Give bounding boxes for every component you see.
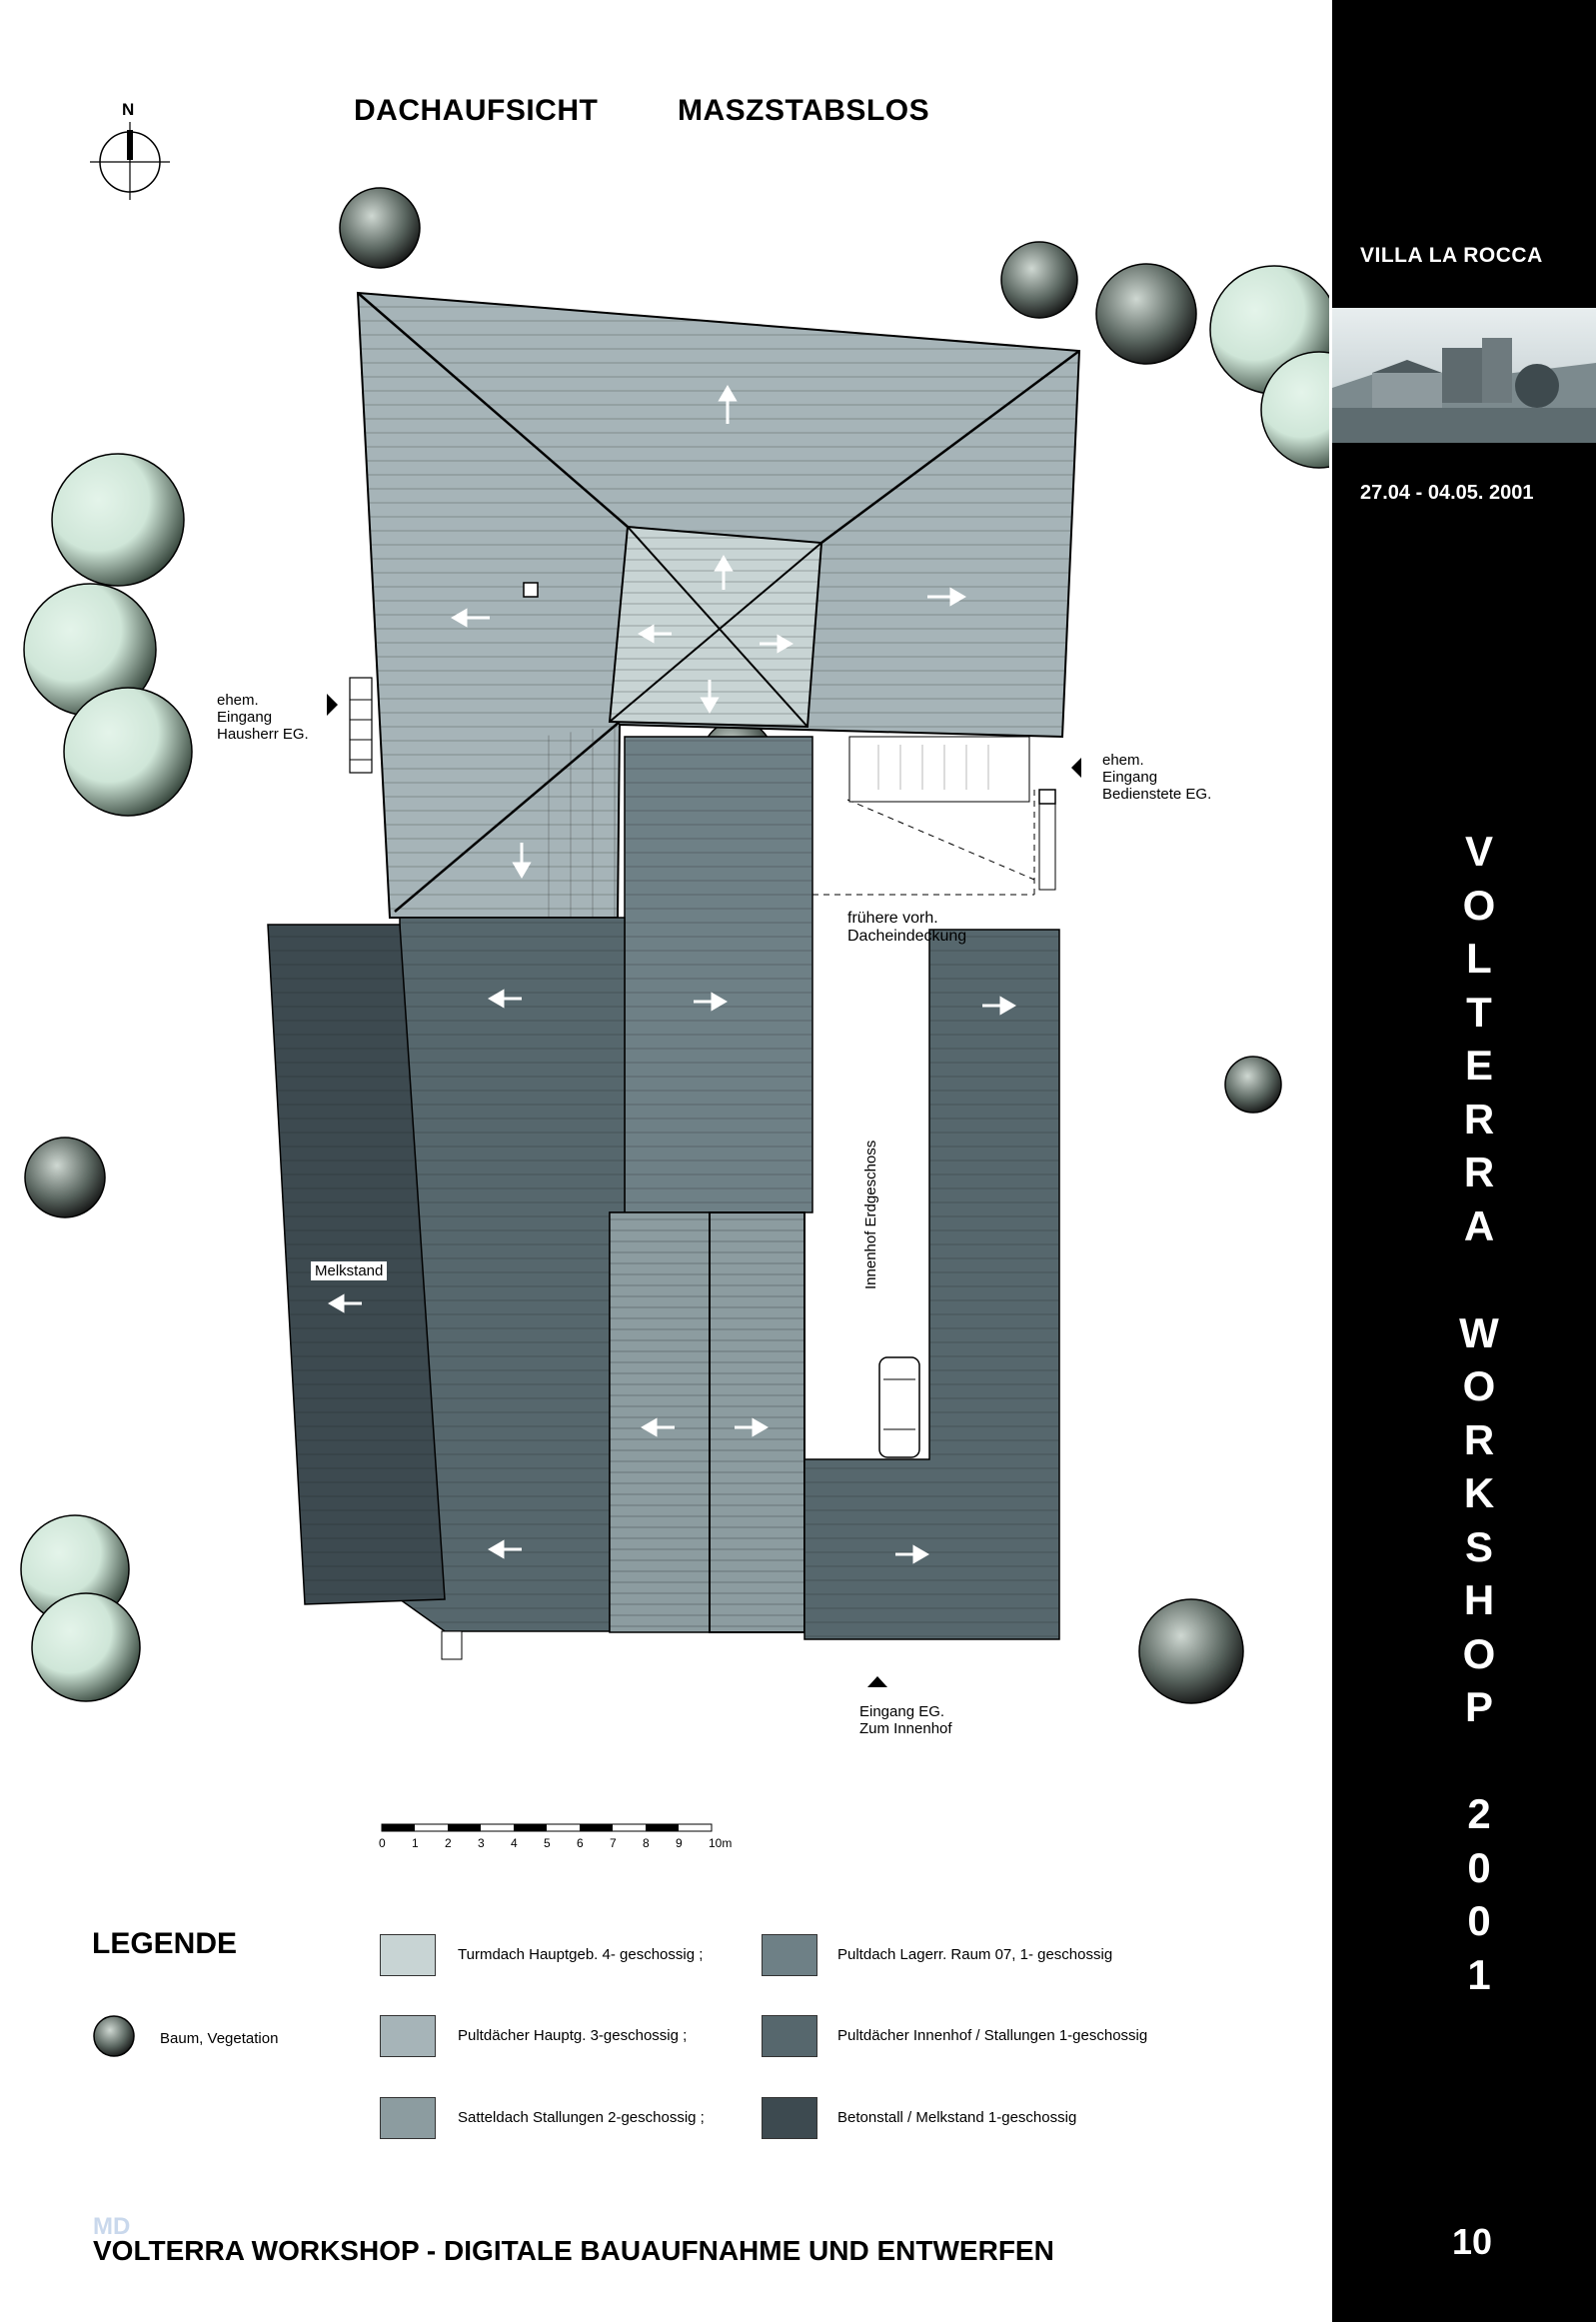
north-arrow-icon	[90, 122, 170, 200]
villa-photo	[1332, 308, 1596, 443]
entrance-marker-icon	[1071, 758, 1081, 778]
label-line: frühere vorh.	[847, 910, 938, 927]
legend-swatch	[380, 1934, 436, 1976]
gable-roof	[609, 1211, 805, 1633]
legend-label: Turmdach Hauptgeb. 4- geschossig ;	[458, 1946, 704, 1963]
workshop-dates: 27.04 - 04.05. 2001	[1360, 482, 1534, 504]
page-number: 10	[1452, 2221, 1493, 2262]
scale-tick-label: 1	[412, 1836, 419, 1850]
scale-tick-label: 2	[445, 1836, 452, 1850]
label-line: Bedienstete EG.	[1102, 786, 1212, 803]
storage-roof	[624, 736, 813, 1213]
stable-roof-left	[399, 917, 626, 1632]
vertical-letter: 0	[1467, 1897, 1491, 1944]
roof-plan-drawing: N	[20, 100, 1329, 1850]
legend-tree-label: Baum, Vegetation	[160, 2030, 279, 2047]
legend-title: LEGENDE	[92, 1927, 238, 1960]
vertical-letter: P	[1464, 1683, 1493, 1730]
vertical-letter: R	[1463, 1095, 1495, 1143]
vertical-letter: E	[1464, 1042, 1493, 1089]
legend-label: Betonstall / Melkstand 1-geschossig	[837, 2109, 1077, 2126]
tree-icon	[20, 187, 1329, 1704]
legend-label: Pultdächer Innenhof / Stallungen 1-gesch…	[837, 2027, 1148, 2044]
footer-title: VOLTERRA WORKSHOP - DIGITALE BAUAUFNAHME…	[93, 2235, 1054, 2266]
label-line: ehem.	[217, 692, 259, 709]
main-building-roof	[356, 291, 1081, 919]
legend-swatch	[762, 2097, 817, 2139]
label-line: ehem.	[1102, 752, 1144, 769]
legend-swatch	[762, 1934, 817, 1976]
scale-tick-label: 5	[544, 1836, 551, 1850]
scale-tick-label: 9	[676, 1836, 683, 1850]
entrance-marker-icon	[867, 1676, 887, 1687]
vertical-letter: 2	[1467, 1790, 1491, 1837]
label-line: Dacheindeckung	[847, 928, 967, 945]
entrance-bottom-label: Eingang EG. Zum Innenhof	[859, 1703, 952, 1737]
vertical-letter: R	[1463, 1415, 1495, 1463]
legend-label: Pultdach Lagerr. Raum 07, 1- geschossig	[837, 1946, 1113, 1963]
entrance-right-label: ehem. Eingang Bedienstete EG.	[1102, 752, 1211, 803]
vertical-letter: S	[1464, 1522, 1493, 1570]
legend-swatch	[380, 2015, 436, 2057]
vertical-letter: T	[1466, 988, 1492, 1036]
milking-label: Melkstand	[311, 1261, 388, 1280]
scale-bar: 0 1 2 3 4 5 6 7 8 9 10m	[379, 1823, 732, 1850]
scale-tick-label: 8	[643, 1836, 650, 1850]
label-line: Eingang	[217, 709, 273, 726]
vertical-letter: L	[1466, 935, 1492, 982]
scale-tick-label: 3	[478, 1836, 485, 1850]
project-name: VILLA LA ROCCA	[1360, 244, 1543, 267]
vertical-letter: R	[1463, 1149, 1495, 1195]
scale-tick-label: 0	[379, 1836, 386, 1850]
label-line: Zum Innenhof	[859, 1720, 952, 1737]
right-stair	[848, 736, 1056, 891]
scale-tick-label: 4	[511, 1836, 518, 1850]
legend-swatch	[380, 2097, 436, 2139]
legend-swatch	[762, 2015, 817, 2057]
former-roof-label: frühere vorh. Dacheindeckung	[847, 910, 966, 946]
vertical-letter: A	[1463, 1201, 1495, 1249]
vertical-letter: 1	[1467, 1950, 1491, 1998]
watermark: MD	[93, 2213, 131, 2240]
scale-tick-label: 7	[610, 1836, 617, 1850]
former-roof-outline	[812, 790, 1035, 896]
north-label: N	[122, 100, 134, 119]
plan-title: DACHAUFSICHT	[354, 94, 599, 127]
legend-label: Satteldach Stallungen 2-geschossig ;	[458, 2109, 705, 2126]
left-stair	[349, 677, 373, 774]
courtyard-roof-right	[803, 929, 1060, 1640]
scale-tick-label: 6	[577, 1836, 584, 1850]
label-line: Hausherr EG.	[217, 726, 309, 743]
legend-tree-icon	[93, 2015, 135, 2057]
vertical-letter: O	[1462, 881, 1496, 929]
vertical-letter: W	[1459, 1308, 1499, 1356]
vertical-letter: O	[1462, 1629, 1496, 1677]
legend-label: Pultdächer Hauptg. 3-geschossig ;	[458, 2027, 688, 2044]
entrance-left-label: ehem. Eingang Hausherr EG.	[217, 692, 309, 743]
vertical-letter: H	[1463, 1576, 1495, 1623]
scale-note: MASZSTABSLOS	[678, 94, 930, 127]
label-line: Eingang	[1102, 769, 1158, 786]
vertical-letter: 0	[1467, 1843, 1491, 1891]
entrance-marker-icon	[327, 694, 338, 716]
vertical-letter: K	[1463, 1469, 1495, 1516]
car-icon	[878, 1356, 920, 1458]
vertical-letter: O	[1462, 1362, 1496, 1409]
vertical-letter: V	[1464, 828, 1493, 875]
label-line: Eingang EG.	[859, 1703, 945, 1720]
scale-tick-label: 10m	[709, 1836, 732, 1850]
courtyard-label: Innenhof Erdgeschoss	[862, 1141, 879, 1289]
slope-arrow-icon	[328, 385, 1016, 1564]
